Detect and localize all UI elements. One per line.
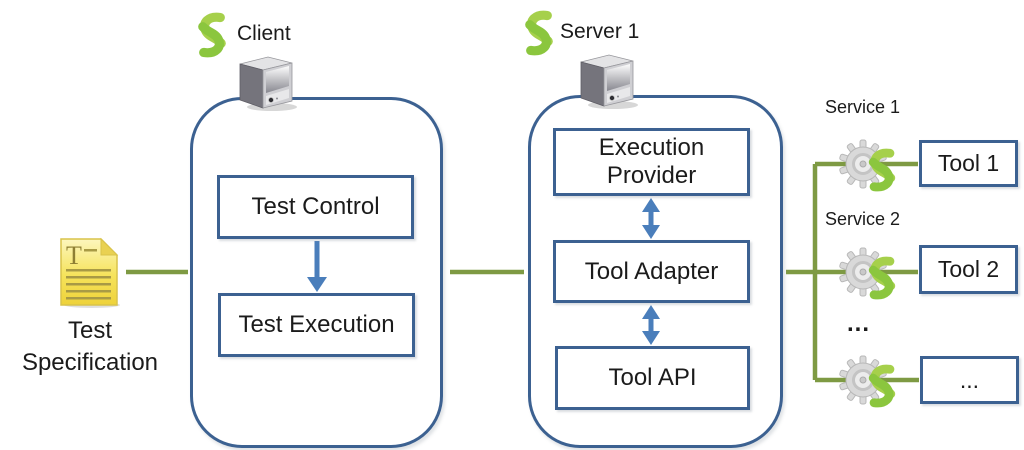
tool-1-label: Tool 1 bbox=[937, 150, 1000, 177]
service-2-s-icon bbox=[867, 256, 897, 305]
document-letter-glyph: T bbox=[66, 241, 82, 270]
tool-2-box: Tool 2 bbox=[919, 245, 1018, 294]
arrow-provider-adapter bbox=[642, 198, 660, 239]
arrow-test-control-to-execution bbox=[307, 241, 327, 292]
client-service-s-icon bbox=[196, 12, 228, 63]
service-more-s-icon bbox=[867, 364, 897, 413]
test-control-box: Test Control bbox=[217, 175, 414, 239]
test-specification-label: Test Specification bbox=[21, 317, 159, 377]
service-2-label: Service 2 bbox=[825, 209, 901, 229]
tool-more-label: ... bbox=[959, 366, 980, 393]
service-1-s-icon bbox=[867, 148, 897, 197]
tool-1-box: Tool 1 bbox=[919, 140, 1018, 187]
service-1-label: Service 1 bbox=[825, 97, 901, 117]
document-icon: T bbox=[56, 236, 122, 313]
tool-adapter-box: Tool Adapter bbox=[553, 240, 750, 303]
execution-provider-label: Execution Provider bbox=[598, 134, 705, 189]
client-container bbox=[190, 97, 443, 448]
services-ellipsis: ... bbox=[847, 310, 871, 337]
client-title: Client bbox=[237, 22, 291, 45]
execution-provider-box: Execution Provider bbox=[553, 128, 750, 196]
tool-adapter-label: Tool Adapter bbox=[584, 257, 719, 285]
server-service-s-icon bbox=[523, 10, 555, 61]
server-container bbox=[528, 95, 783, 448]
server-computer-icon bbox=[571, 53, 639, 114]
server-title: Server 1 bbox=[560, 20, 640, 43]
tool-api-box: Tool API bbox=[555, 346, 750, 410]
client-computer-icon bbox=[230, 55, 298, 116]
test-execution-label: Test Execution bbox=[238, 311, 395, 339]
test-execution-box: Test Execution bbox=[218, 293, 415, 357]
tool-api-label: Tool API bbox=[608, 364, 697, 392]
arrow-adapter-api bbox=[642, 305, 660, 345]
tool-2-label: Tool 2 bbox=[937, 256, 1000, 283]
test-control-label: Test Control bbox=[251, 193, 380, 221]
tool-more-box: ... bbox=[920, 356, 1019, 404]
